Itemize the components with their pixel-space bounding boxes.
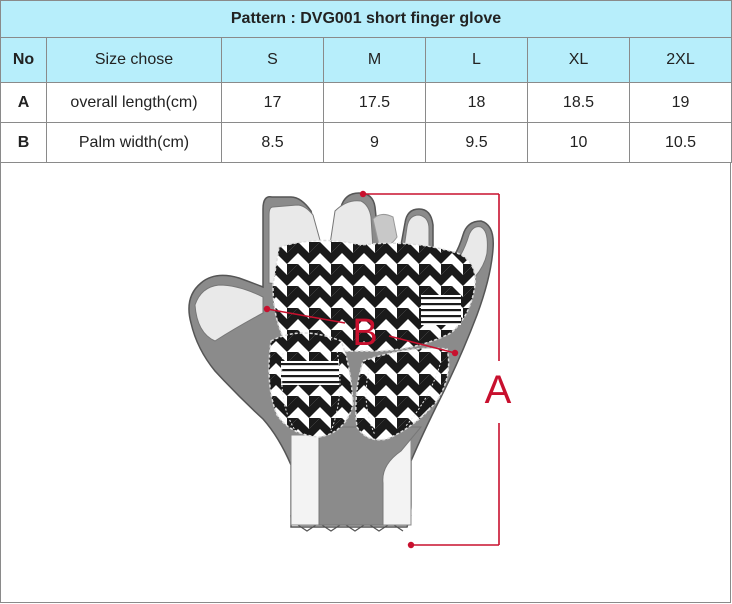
glove-outline-icon — [188, 192, 494, 532]
row-key: B — [0, 122, 47, 163]
table-title: Pattern : DVG001 short finger glove — [0, 0, 732, 38]
header-cell-no: No — [0, 37, 47, 83]
dimension-a-label: A — [485, 368, 512, 412]
row-label: Palm width(cm) — [46, 122, 222, 163]
row-key: A — [0, 82, 47, 123]
row-value: 18 — [425, 82, 528, 123]
header-cell-l: L — [425, 37, 528, 83]
row-value: 9 — [323, 122, 426, 163]
row-value: 18.5 — [527, 82, 630, 123]
dimension-b-marker — [263, 305, 459, 357]
row-value: 10 — [527, 122, 630, 163]
row-value: 8.5 — [221, 122, 324, 163]
row-value: 10.5 — [628, 122, 732, 163]
header-cell-xl: XL — [527, 37, 630, 83]
row-value: 17 — [221, 82, 324, 123]
header-cell-2xl: 2XL — [628, 37, 732, 83]
header-row: No Size chose S M L XL 2XL — [0, 37, 732, 83]
row-label: overall length(cm) — [46, 82, 222, 123]
row-value: 17.5 — [323, 82, 426, 123]
glove-diagram: A B — [188, 190, 512, 549]
dimension-b-label: B — [352, 312, 377, 354]
dimension-a-marker — [359, 190, 500, 549]
header-cell-s: S — [221, 37, 324, 83]
row-value: 19 — [628, 82, 732, 123]
header-cell-m: M — [323, 37, 426, 83]
header-cell-size-chose: Size chose — [46, 37, 222, 83]
table-row: A overall length(cm) 17 17.5 18 18.5 19 — [0, 82, 732, 123]
size-chart-table: Pattern : DVG001 short finger glove No S… — [0, 0, 732, 163]
row-value: 9.5 — [425, 122, 528, 163]
table-row: B Palm width(cm) 8.5 9 9.5 10 10.5 — [0, 122, 732, 163]
